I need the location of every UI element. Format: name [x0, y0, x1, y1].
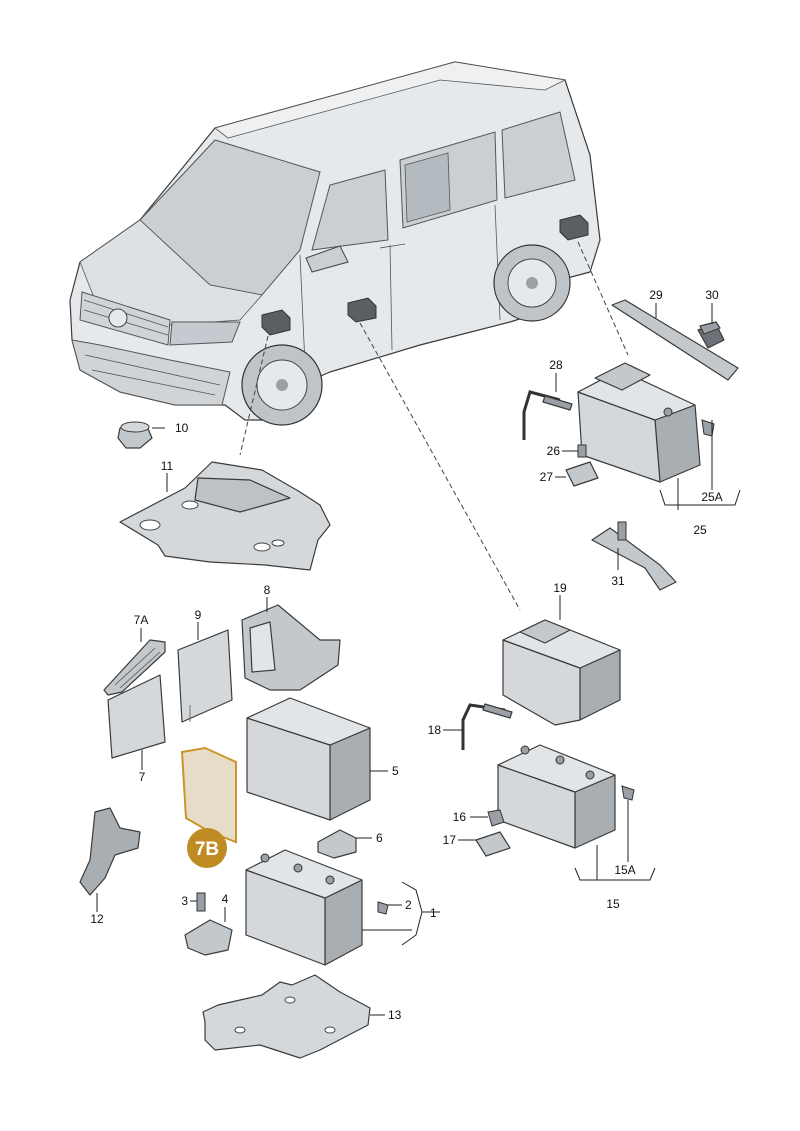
- part-18-cable-sensor: [461, 703, 513, 750]
- label-part-9: 9: [195, 608, 202, 622]
- label-part-31: 31: [611, 574, 625, 588]
- part-15A-bolt: [621, 785, 635, 801]
- part-16-nut: [487, 809, 505, 827]
- part-10-clip: [117, 421, 153, 449]
- part-28-cable-sensor: [522, 390, 573, 440]
- label-part-30: 30: [705, 288, 719, 302]
- label-part-25: 25: [693, 523, 707, 537]
- part-30-relay: [697, 321, 725, 349]
- part-7A-grille-cover: [103, 639, 166, 696]
- label-part-17: 17: [443, 833, 457, 847]
- label-part-19: 19: [553, 581, 567, 595]
- label-part-28: 28: [549, 358, 563, 372]
- dashed-line-rear: [577, 241, 629, 356]
- badge-7B-label: 7B: [195, 839, 219, 860]
- vehicle-van-illustration: [69, 61, 601, 426]
- label-part-7A: 7A: [134, 613, 149, 627]
- label-part-5: 5: [392, 764, 399, 778]
- part-27-clamp: [565, 461, 599, 487]
- badge-7B: 7B: [187, 828, 227, 868]
- part-1-battery: [245, 849, 363, 966]
- part-19-battery-cover: [502, 619, 621, 726]
- part-5-battery: [246, 697, 371, 821]
- part-4-clamp: [184, 919, 233, 956]
- label-part-26: 26: [547, 444, 561, 458]
- label-part-12: 12: [90, 912, 104, 926]
- part-number-labels: 10 11 29 30 28 26 27 25A 25 31 19 7A 9 8…: [90, 288, 722, 1022]
- part-8-battery-box-shell: [241, 604, 341, 691]
- part-26-bolt: [577, 444, 587, 458]
- part-11-underbody-panel: [119, 461, 331, 571]
- location-marker-middle: [347, 297, 377, 323]
- location-marker-rear: [559, 214, 589, 241]
- location-marker-front: [261, 309, 291, 336]
- label-part-15: 15: [606, 897, 620, 911]
- label-part-16: 16: [453, 810, 467, 824]
- label-part-10: 10: [175, 421, 189, 435]
- part-29-bracket-strip: [611, 299, 739, 381]
- part-15-battery: [497, 744, 616, 849]
- part-7-insulation-panel: [107, 674, 166, 759]
- label-part-6: 6: [376, 831, 383, 845]
- label-part-11: 11: [161, 459, 174, 473]
- label-part-7: 7: [139, 770, 146, 784]
- label-part-2: 2: [405, 898, 412, 912]
- part-25-battery: [577, 362, 701, 483]
- part-3-bolt: [196, 892, 206, 912]
- part-7B-highlighted-panel: [180, 746, 237, 844]
- part-12-bracket: [79, 807, 141, 896]
- part-2-bolt: [377, 901, 389, 915]
- label-part-15A: 15A: [614, 863, 635, 877]
- label-part-18: 18: [428, 723, 442, 737]
- part-17-clamp: [475, 831, 511, 857]
- part-6-clamp: [317, 829, 357, 859]
- part-13-floor-plate: [202, 974, 371, 1059]
- label-part-3: 3: [181, 894, 188, 908]
- part-9-insulation-panel: [177, 629, 233, 723]
- label-part-27: 27: [540, 470, 554, 484]
- label-part-13: 13: [388, 1008, 402, 1022]
- label-part-1: 1: [430, 906, 437, 920]
- part-31-bracket: [591, 521, 677, 591]
- dashed-line-middle: [359, 322, 521, 611]
- label-part-8: 8: [264, 583, 271, 597]
- dashed-line-front: [239, 335, 269, 456]
- label-part-4: 4: [222, 892, 229, 906]
- label-part-25A: 25A: [701, 490, 722, 504]
- label-part-29: 29: [649, 288, 663, 302]
